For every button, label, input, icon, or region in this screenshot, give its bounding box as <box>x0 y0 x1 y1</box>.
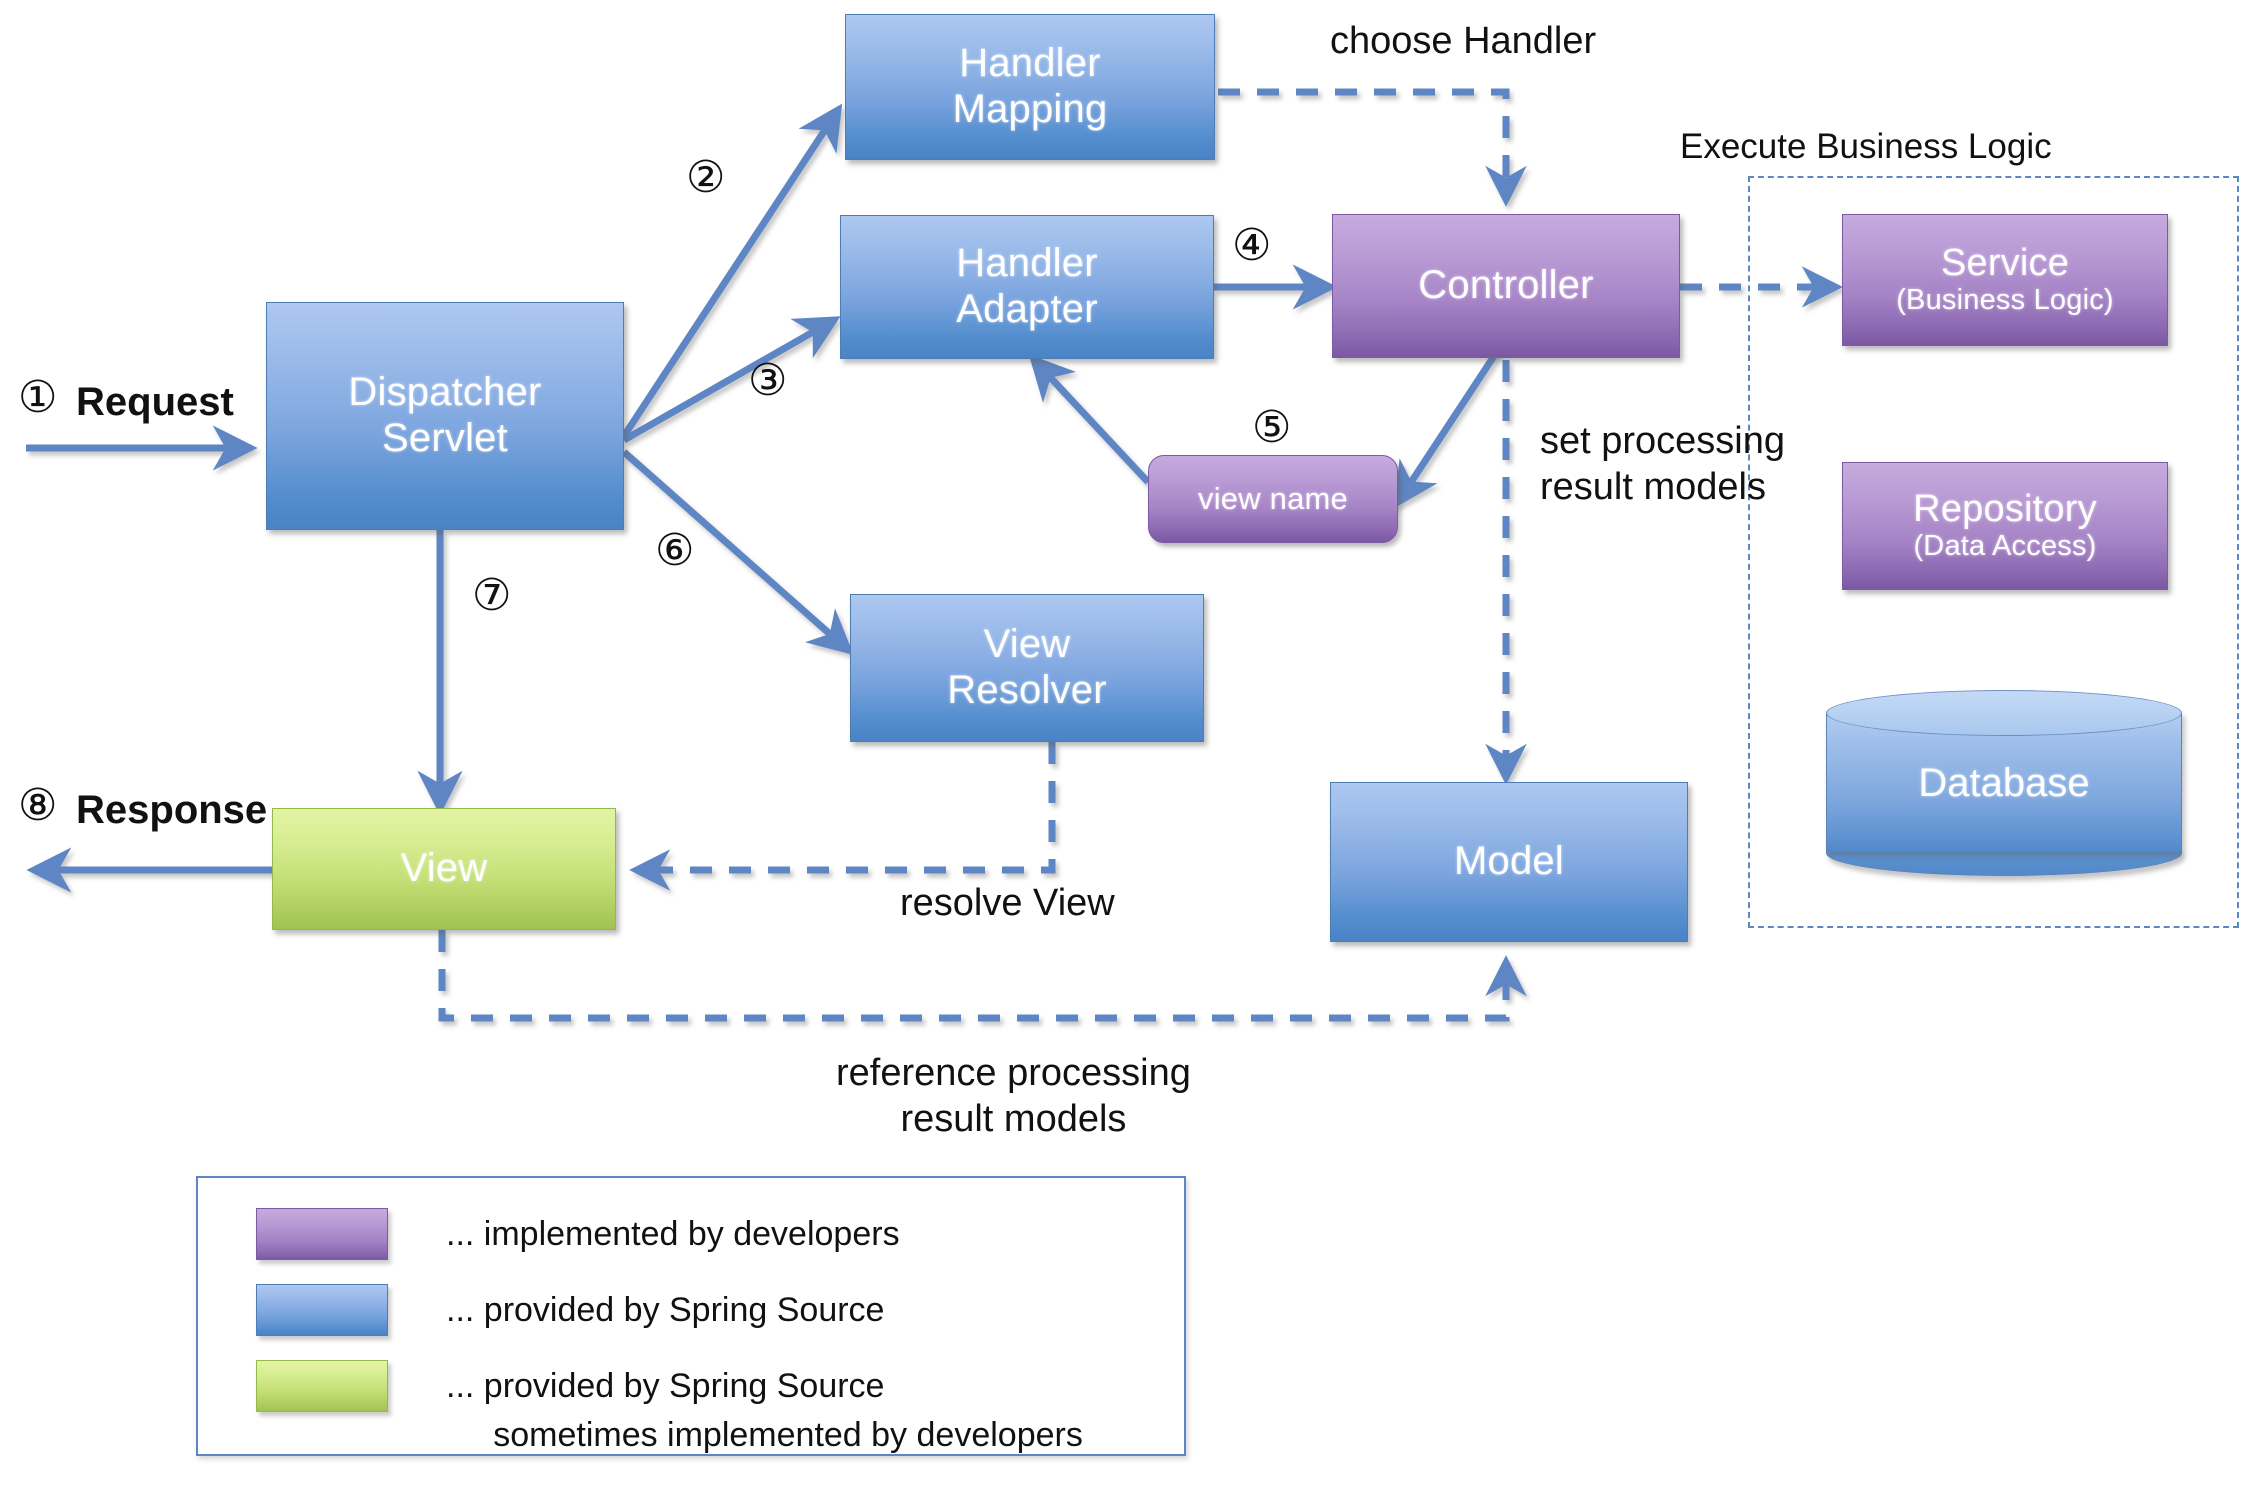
node-dispatcher-servlet[interactable]: Dispatcher Servlet <box>266 302 624 530</box>
node-controller[interactable]: Controller <box>1332 214 1680 358</box>
node-repository-line2: (Data Access) <box>1913 529 2097 562</box>
legend-swatch-green <box>256 1360 388 1412</box>
node-view-label: View <box>400 846 488 891</box>
legend: ... implemented by developers ... provid… <box>196 1176 1186 1456</box>
execute-business-logic-group <box>1748 176 2239 928</box>
node-service-line1: Service <box>1940 242 2070 285</box>
step-number-4: ④ <box>1232 221 1272 270</box>
label-response: Response <box>76 788 268 832</box>
node-dispatcher-servlet-line1: Dispatcher <box>348 370 542 415</box>
node-database[interactable]: Database <box>1826 690 2182 876</box>
label-set-processing-result-models: set processing result models <box>1540 420 1786 509</box>
node-handler-adapter-line2: Adapter <box>956 287 1098 331</box>
node-view-resolver[interactable]: View Resolver <box>850 594 1204 742</box>
legend-row-implemented-by-developers: ... implemented by developers <box>256 1208 1146 1260</box>
node-database-label: Database <box>1918 760 2090 805</box>
node-view[interactable]: View <box>272 808 616 930</box>
node-view-resolver-line1: View <box>983 622 1071 667</box>
edge-resolve-view <box>629 742 1056 891</box>
step-number-7: ⑦ <box>472 571 512 620</box>
node-controller-label: Controller <box>1418 263 1594 308</box>
label-choose-handler: choose Handler <box>1330 20 1597 62</box>
node-view-name-label: view name <box>1198 481 1348 517</box>
label-resolve-view: resolve View <box>900 882 1115 924</box>
edge-5-controller-to-view-name <box>1393 348 1501 509</box>
step-number-3: ③ <box>748 356 788 405</box>
step-number-2: ② <box>686 153 726 202</box>
legend-row-provided-sometimes-implemented: ... provided by Spring Source sometimes … <box>256 1360 1146 1460</box>
node-handler-mapping-line2: Mapping <box>952 87 1108 131</box>
database-top-ellipse <box>1826 690 2182 736</box>
edge-3-dispatcher-to-handler-adapter <box>622 316 841 444</box>
legend-label-provided-sometimes-implemented: ... provided by Spring Source sometimes … <box>446 1367 1083 1454</box>
execute-business-logic-title: Execute Business Logic <box>1680 127 2052 166</box>
step-number-8: ⑧ <box>18 781 58 830</box>
edge-reference-processing-result-models <box>438 930 1527 1022</box>
step-number-5: ⑤ <box>1252 403 1292 452</box>
node-repository-line1: Repository <box>1913 488 2097 531</box>
edge-2-dispatcher-to-handler-mapping <box>621 103 843 438</box>
legend-label-implemented-by-developers: ... implemented by developers <box>446 1215 900 1253</box>
label-reference-processing-result-models: reference processing result models <box>836 1052 1191 1141</box>
node-service[interactable]: Service (Business Logic) <box>1842 214 2168 346</box>
legend-swatch-purple <box>256 1208 388 1260</box>
node-handler-mapping[interactable]: Handler Mapping <box>845 14 1215 160</box>
node-model-label: Model <box>1454 839 1564 884</box>
node-model[interactable]: Model <box>1330 782 1688 942</box>
node-service-line2: (Business Logic) <box>1896 283 2114 316</box>
edge-view-name-to-handler-adapter <box>1028 354 1151 485</box>
node-handler-adapter[interactable]: Handler Adapter <box>840 215 1214 359</box>
label-request: Request <box>76 380 234 424</box>
edge-choose-handler <box>1218 88 1527 207</box>
node-view-name[interactable]: view name <box>1148 455 1398 543</box>
node-repository[interactable]: Repository (Data Access) <box>1842 462 2168 590</box>
node-dispatcher-servlet-line2: Servlet <box>382 416 508 460</box>
legend-row-provided-by-spring-source: ... provided by Spring Source <box>256 1284 1146 1336</box>
legend-label-provided-by-spring-source: ... provided by Spring Source <box>446 1291 885 1329</box>
step-number-1: ① <box>18 373 58 422</box>
node-view-resolver-line2: Resolver <box>947 668 1107 712</box>
legend-swatch-blue <box>256 1284 388 1336</box>
node-handler-adapter-line1: Handler <box>956 241 1098 286</box>
step-number-6: ⑥ <box>655 526 695 575</box>
node-handler-mapping-line1: Handler <box>959 41 1101 86</box>
